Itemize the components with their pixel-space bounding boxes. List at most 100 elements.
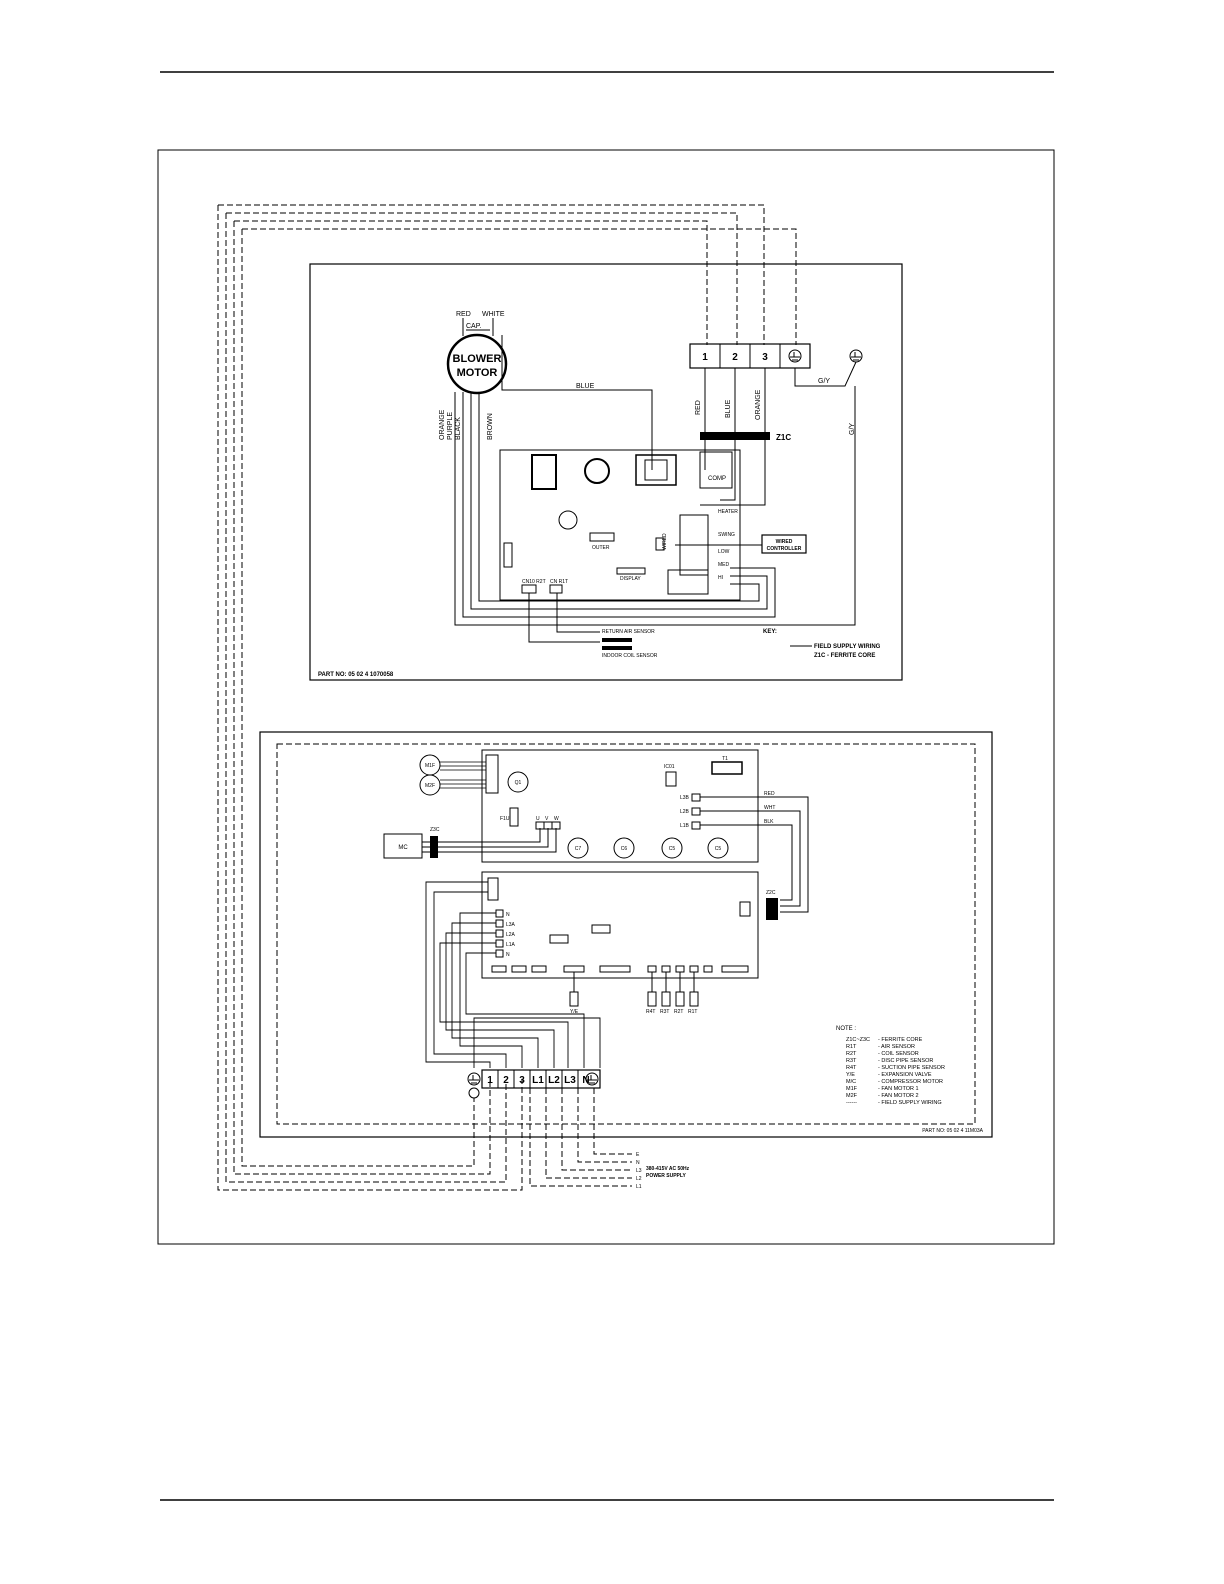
note-desc: - COMPRESSOR MOTOR — [878, 1079, 943, 1085]
note-code: R2T — [846, 1051, 857, 1057]
key-title: KEY: — [763, 629, 777, 635]
wired-controller-box — [761, 534, 807, 554]
fan-motor-2-icon — [419, 774, 441, 796]
motor-label-2: MOTOR — [457, 367, 498, 379]
m1f-label: M1F — [425, 763, 435, 769]
motor-red-label: RED — [456, 311, 471, 318]
out-term-2: 2 — [503, 1075, 509, 1086]
wired-label: WIRED — [662, 533, 668, 550]
t1-label: T1 — [722, 756, 728, 762]
ye-label: Y/E — [570, 1009, 579, 1015]
out-term-3: 3 — [519, 1075, 525, 1086]
capacitor-label: CAP. — [466, 323, 481, 330]
compressor-icon — [383, 833, 423, 859]
power-e: E — [636, 1152, 640, 1158]
fuse-icon — [509, 807, 519, 827]
q1-label: Q1 — [515, 780, 522, 786]
cap-c5a: C5 — [669, 846, 676, 852]
out-term-l1: L1 — [532, 1075, 544, 1086]
neutral-connectors — [495, 909, 504, 958]
line-color-blk: BLK — [764, 819, 774, 825]
note-code: R4T — [846, 1065, 857, 1071]
heater-label: HEATER — [718, 509, 738, 515]
compressor-wires — [422, 828, 557, 853]
ic-icon — [665, 771, 677, 787]
sensor-r1t: R1T — [688, 1009, 697, 1015]
low-label: LOW — [718, 549, 730, 555]
nl-n: N — [506, 912, 510, 918]
note-code: Z1C~Z3C — [846, 1037, 870, 1043]
out-term-1: 1 — [487, 1075, 493, 1086]
cap-c5b: C5 — [715, 846, 722, 852]
indoor-terminal-1: 1 — [702, 352, 708, 363]
field-supply-wiring — [217, 204, 797, 1191]
diagram-frame — [157, 149, 1055, 1245]
indoor-coil-sensor-label: INDOOR COIL SENSOR — [602, 653, 658, 659]
v-label: V — [545, 816, 549, 822]
note-desc: - AIR SENSOR — [878, 1044, 915, 1050]
capacitors — [567, 837, 729, 859]
motor-white-label: WHITE — [482, 311, 505, 318]
return-air-sensor-icon — [602, 638, 632, 642]
z2c-label: Z2C — [766, 890, 776, 896]
power-l2: L2 — [636, 1176, 642, 1182]
line-l3b: L3B — [680, 795, 690, 801]
notes-list: Z1C~Z3C - FERRITE CORE R1T - AIR SENSOR … — [846, 1037, 945, 1106]
ferrite-core-z3c — [430, 836, 438, 858]
line-color-red: RED — [764, 791, 775, 797]
wire-orange-2: ORANGE — [755, 389, 762, 420]
return-air-sensor-label: RETURN AIR SENSOR — [602, 629, 655, 635]
power-l1: L1 — [636, 1184, 642, 1190]
outdoor-unit-box — [259, 731, 993, 1138]
cnr1t-label: CN R1T — [550, 579, 568, 585]
out-term-l2: L2 — [548, 1075, 560, 1086]
sensor-leads — [573, 972, 695, 992]
indoor-coil-sensor-icon — [602, 646, 632, 650]
nl-l1a: L1A — [506, 942, 516, 948]
wire-black: BLACK — [455, 417, 462, 440]
cap-c6: C6 — [621, 846, 628, 852]
w-label: W — [554, 816, 559, 822]
motor-wires — [454, 335, 856, 626]
z3c-label: Z3C — [430, 827, 440, 833]
notes-title: NOTE : — [836, 1026, 856, 1032]
note-code: M/C — [846, 1079, 856, 1085]
note-desc: - EXPANSION VALVE — [878, 1072, 932, 1078]
pcb-components — [503, 451, 733, 595]
fuse-label: F1U — [500, 816, 510, 822]
wire-red: RED — [695, 400, 702, 415]
gy-label-2: G/Y — [849, 423, 856, 435]
note-code: M1F — [846, 1086, 858, 1092]
comp-label: COMP — [708, 476, 726, 482]
note-desc: - FAN MOTOR 2 — [878, 1093, 919, 1099]
display-label: DISPLAY — [620, 576, 641, 582]
inverter-board — [481, 749, 759, 863]
indoor-terminal-2: 2 — [732, 352, 738, 363]
power-l3: L3 — [636, 1168, 642, 1174]
compressor-label: MC — [398, 845, 408, 851]
ferrite-core-z2c — [766, 898, 778, 920]
indoor-unit-box — [309, 263, 903, 681]
note-desc: - DISC PIPE SENSOR — [878, 1058, 933, 1064]
capacitor-wires — [462, 318, 494, 336]
outdoor-ground-icon — [467, 1072, 599, 1099]
ferrite-core-z1c — [700, 432, 770, 440]
line-color-wht: WHT — [764, 805, 775, 811]
ground-wire — [794, 361, 857, 387]
outdoor-dashed-boundary — [276, 743, 976, 1125]
indoor-part-no: PART NO: 05 02 4 1070058 — [318, 672, 394, 678]
m2f-label: M2F — [425, 783, 435, 789]
gy-label: G/Y — [818, 378, 830, 385]
wire-blue-2: BLUE — [725, 399, 732, 418]
sensor-r2t: R2T — [674, 1009, 683, 1015]
power-desc-2: POWER SUPPLY — [646, 1173, 686, 1179]
swing-label: SWING — [718, 532, 735, 538]
note-code: M2F — [846, 1093, 858, 1099]
cn10-label: CN10 R2T — [522, 579, 546, 585]
power-desc-1: 380-415V AC 50Hz — [646, 1166, 690, 1172]
motor-label-1: BLOWER — [453, 353, 502, 365]
note-desc: - COIL SENSOR — [878, 1051, 919, 1057]
note-desc: - FIELD SUPPLY WIRING — [878, 1100, 942, 1106]
note-desc: - FERRITE CORE — [878, 1037, 923, 1043]
